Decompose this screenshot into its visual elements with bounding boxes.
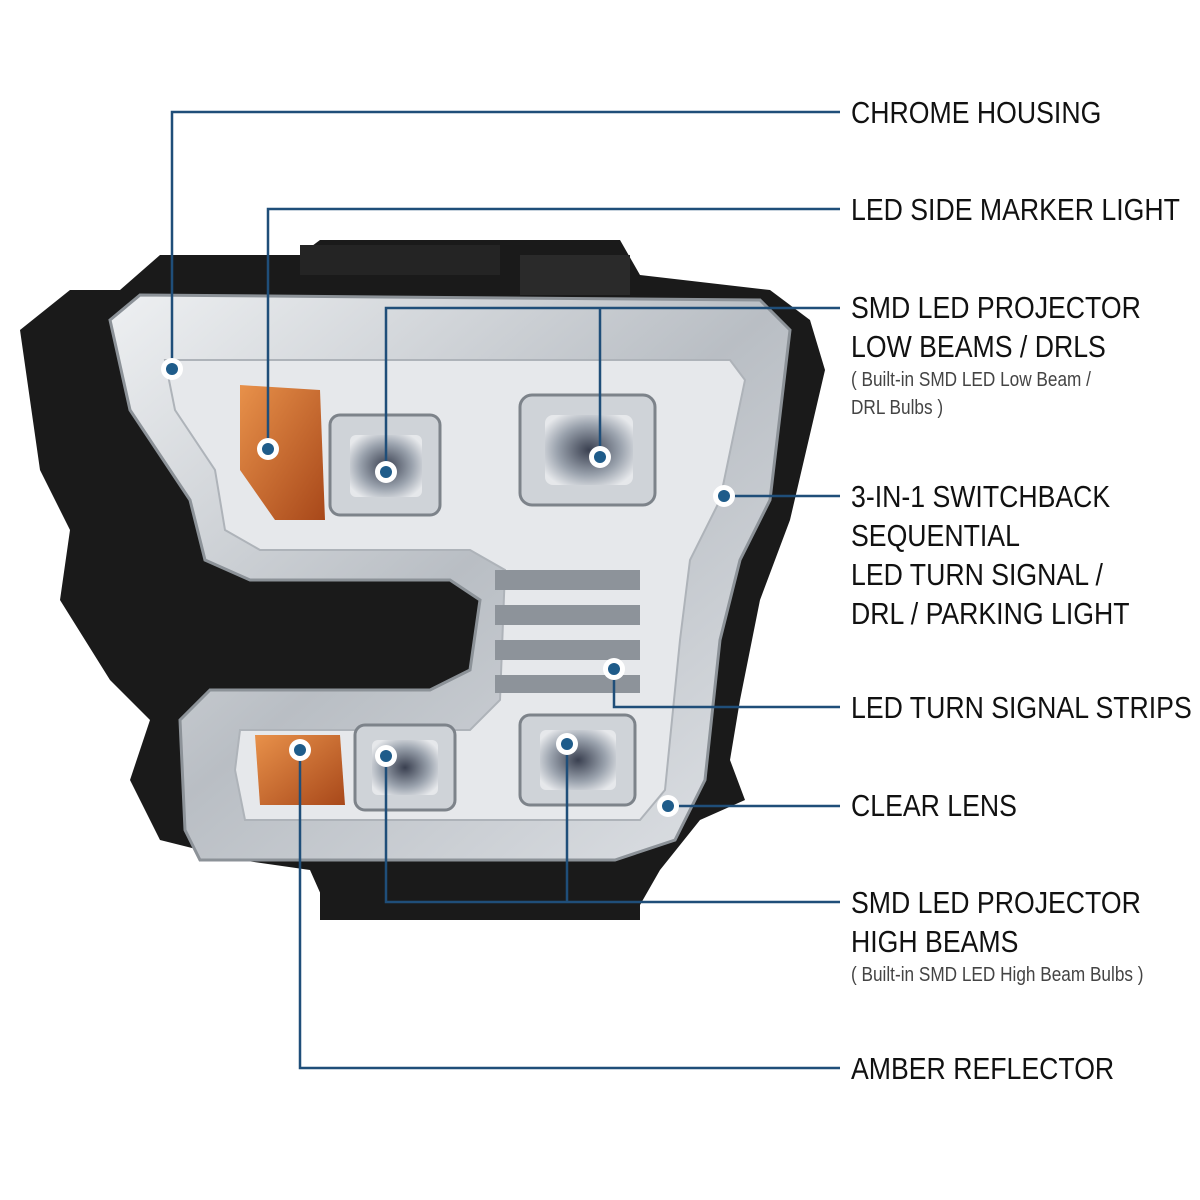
dot-low-beam-left (375, 461, 397, 483)
label-text: CHROME HOUSING (851, 95, 1102, 130)
label-text: SMD LED PROJECTOR (851, 885, 1141, 920)
leader-high-beams (384, 756, 840, 904)
label-text: AMBER REFLECTOR (851, 1051, 1115, 1086)
leader-lines (170, 110, 840, 1070)
upper-right-projector (518, 393, 657, 507)
lower-left-projector (353, 723, 457, 812)
label-high-beams: SMD LED PROJECTOR HIGH BEAMS ( Built-in … (851, 883, 1143, 989)
dot-high-beam-right (556, 733, 578, 755)
dot-switchback (713, 485, 735, 507)
label-subtext: ( Built-in SMD LED High Beam Bulbs ) (851, 964, 1144, 986)
callout-dots (161, 358, 735, 817)
dot-amber-reflector (289, 739, 311, 761)
label-text: SEQUENTIAL (851, 518, 1020, 553)
label-text: LED TURN SIGNAL / (851, 557, 1103, 592)
dot-led-side-marker (257, 438, 279, 460)
dot-chrome-housing (161, 358, 183, 380)
mounting-tabs (320, 880, 640, 920)
label-subtext: DRL Bulbs ) (851, 397, 944, 419)
label-text: SMD LED PROJECTOR (851, 290, 1141, 325)
label-subtext: ( Built-in SMD LED Low Beam / (851, 369, 1091, 391)
leader-low-beams (384, 306, 840, 472)
leader-chrome-housing (170, 110, 840, 369)
label-switchback: 3-IN-1 SWITCHBACK SEQUENTIAL LED TURN SI… (851, 477, 1130, 633)
label-chrome-housing: CHROME HOUSING (851, 93, 1101, 132)
turn-signal-strips (495, 570, 640, 693)
label-led-side-marker: LED SIDE MARKER LIGHT (851, 190, 1180, 229)
label-text: LED SIDE MARKER LIGHT (851, 192, 1180, 227)
dot-clear-lens (657, 795, 679, 817)
leader-led-side-marker (266, 207, 840, 449)
label-text: HIGH BEAMS (851, 924, 1019, 959)
leader-amber-reflector (298, 750, 840, 1070)
label-amber-reflector: AMBER REFLECTOR (851, 1049, 1114, 1088)
leader-turn-strips (612, 669, 840, 709)
label-text: LOW BEAMS / DRLS (851, 329, 1106, 364)
upper-amber-reflector (240, 385, 325, 520)
dot-low-beam-right (589, 446, 611, 468)
label-low-beams: SMD LED PROJECTOR LOW BEAMS / DRLS ( Bui… (851, 288, 1141, 422)
label-text: 3-IN-1 SWITCHBACK (851, 479, 1111, 514)
dot-turn-strips (603, 658, 625, 680)
label-text: CLEAR LENS (851, 788, 1017, 823)
dot-high-beam-left (375, 745, 397, 767)
label-clear-lens: CLEAR LENS (851, 786, 1017, 825)
lower-right-projector (518, 713, 637, 807)
label-text: DRL / PARKING LIGHT (851, 596, 1130, 631)
label-text: LED TURN SIGNAL STRIPS (851, 690, 1192, 725)
label-turn-strips: LED TURN SIGNAL STRIPS (851, 688, 1192, 727)
